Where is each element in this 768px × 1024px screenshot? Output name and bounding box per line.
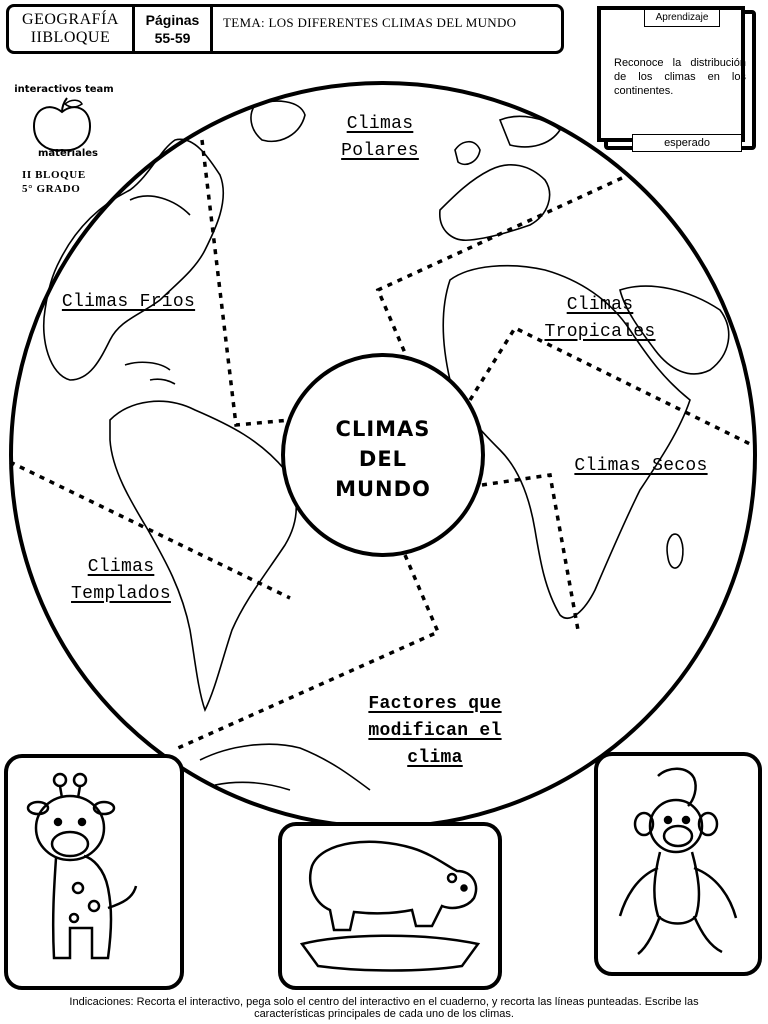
label-climas-secos: Climas Secos	[550, 453, 732, 480]
block-label: IIBLOQUE	[30, 29, 111, 46]
center-title: CLIMAS DEL MUNDO	[300, 414, 466, 504]
continent-outlines	[42, 100, 730, 791]
topic-title: TEMA: LOS DIFERENTES CLIMAS DEL MUNDO	[223, 15, 517, 30]
logo-top-text: interactivos team	[14, 84, 114, 95]
label-factores-clima: Factores que modifican el clima	[338, 691, 532, 772]
center-title-line2: DEL	[358, 447, 408, 471]
learning-top-tab: Aprendizaje	[644, 9, 720, 27]
label-tropicales-line2: Tropicales	[544, 322, 656, 342]
label-climas-templados: Climas Templados	[46, 554, 196, 608]
label-climas-polares: Climas Polares	[305, 111, 455, 165]
grade-block: II BLOQUE	[22, 169, 86, 181]
label-factores-line3: clima	[407, 748, 463, 768]
polar-bear-box	[278, 822, 502, 990]
label-templados-line2: Templados	[71, 584, 171, 604]
label-frios-text: Climas Fríos	[61, 292, 196, 312]
center-circle	[281, 353, 485, 557]
label-climas-frios: Climas Fríos	[36, 289, 221, 316]
subject-title: GEOGRAFÍA	[22, 11, 119, 28]
giraffe-box	[4, 754, 184, 990]
pages-range: 55-59	[154, 30, 191, 46]
instructions-line1: Indicaciones: Recorta el interactivo, pe…	[69, 996, 699, 1008]
monkey-box	[594, 752, 762, 976]
logo-bottom-text: materiales	[38, 148, 98, 159]
cut-lines	[9, 139, 753, 750]
center-title-line3: MUNDO	[335, 477, 431, 501]
center-title-line1: CLIMAS	[335, 417, 431, 441]
instructions: Indicaciones: Recorta el interactivo, pe…	[10, 996, 758, 1020]
label-polares-line2: Polares	[341, 141, 419, 161]
learning-card	[597, 6, 745, 142]
pages-label: Páginas	[145, 12, 200, 28]
label-secos-text: Climas Secos	[574, 456, 708, 476]
apple-logo-icon	[32, 97, 92, 152]
giraffe-icon	[26, 772, 138, 960]
grade-label: II BLOQUE 5° GRADO	[22, 168, 86, 196]
pages-cell: Páginas 55-59	[135, 7, 213, 51]
grade-level: 5° GRADO	[22, 183, 81, 195]
label-climas-tropicales: Climas Tropicales	[518, 292, 682, 346]
header-bar: GEOGRAFÍA IIBLOQUE Páginas 55-59 TEMA: L…	[6, 4, 564, 54]
topic-cell: TEMA: LOS DIFERENTES CLIMAS DEL MUNDO	[213, 7, 561, 51]
subject-cell: GEOGRAFÍA IIBLOQUE	[9, 7, 135, 51]
monkey-icon	[618, 767, 738, 955]
instructions-line2: características principales de cada uno …	[254, 1008, 514, 1020]
label-factores-line1: Factores que	[368, 694, 502, 714]
label-polares-line1: Climas	[346, 114, 414, 134]
learning-text: Reconoce la distribución de los climas e…	[614, 57, 746, 97]
label-factores-line2: modifican el	[368, 721, 502, 741]
polar-bear-icon	[299, 840, 481, 972]
label-tropicales-line1: Climas	[566, 295, 634, 315]
learning-bottom-tab: esperado	[632, 134, 742, 152]
label-templados-line1: Climas	[87, 557, 155, 577]
